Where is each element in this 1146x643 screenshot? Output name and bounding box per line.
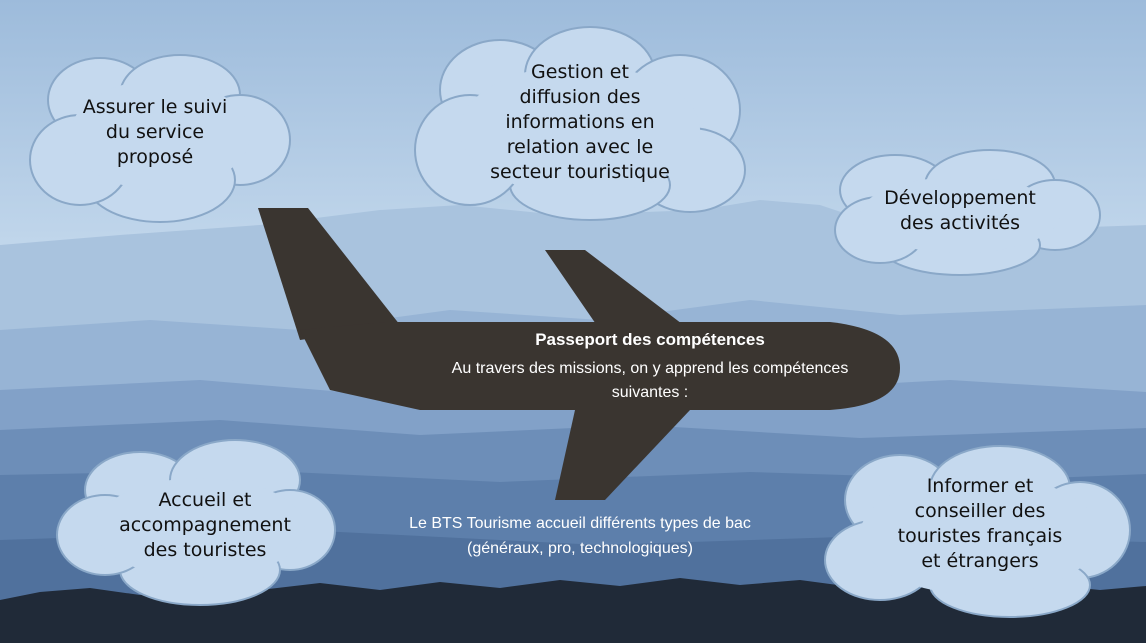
airplane-lower-wing (555, 410, 690, 500)
bac-info: Le BTS Tourisme accueil différents types… (409, 515, 751, 557)
cloud-shape-3 (834, 149, 1101, 276)
passport-intro: Au travers des missions, on y apprend le… (451, 360, 849, 401)
cloud-shape-2 (414, 26, 746, 221)
cloud-label-gestion: Gestion et diffusion des informations en… (490, 61, 670, 183)
cloud-shape-5 (824, 445, 1131, 618)
airplane-tail (258, 208, 400, 340)
passport-title: Passeport des compétences (535, 330, 765, 349)
cloud-shape-4 (56, 439, 336, 606)
airplane-upper-wing (545, 250, 690, 330)
cloud-label-suivi: Assurer le suivi du service proposé (82, 96, 228, 168)
airplane-fuselage (300, 322, 900, 410)
cloud-label-informer: Informer et conseiller des touristes fra… (897, 475, 1063, 572)
airplane (258, 208, 900, 500)
cloud-label-accueil: Accueil et accompagnement des touristes (119, 489, 291, 561)
cloud-shape-1 (29, 54, 291, 223)
cloud-label-developpement: Développement des activités (884, 187, 1036, 234)
